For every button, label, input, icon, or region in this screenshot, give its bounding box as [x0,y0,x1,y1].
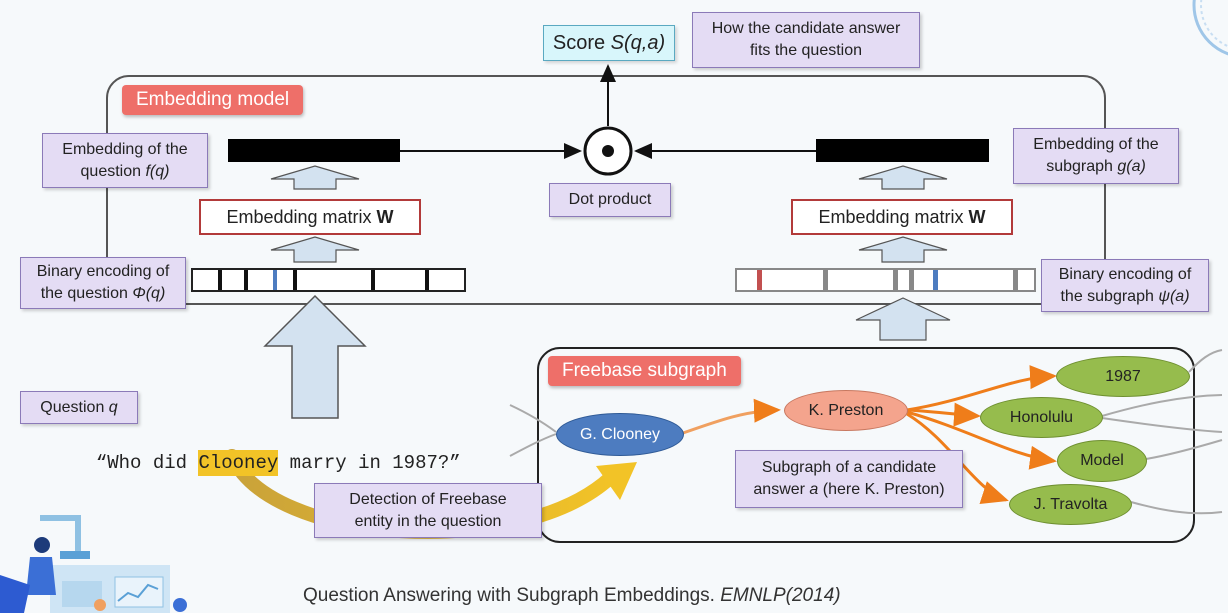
up-arrow-large [263,294,367,419]
subgraph-binary-vector [735,268,1036,292]
embedding-matrix-question-symbol: W [376,207,394,227]
subgraph-embedding-bar [816,139,989,162]
subgraph-candidate-note: Subgraph of a candidate answer a (here K… [735,450,963,508]
freebase-subgraph-frame [537,347,1195,543]
embedding-subgraph-text: subgraph [1046,158,1118,175]
score-formula: S(q,a) [610,32,666,54]
embedding-model-title: Embedding model [122,85,304,115]
node-g-clooney: G. Clooney [556,413,684,456]
question-label: Question q [20,391,138,424]
question-label-var: q [108,398,118,416]
binary-question-line-2: the question Φ(q) [41,283,166,305]
score-note-line-1: How the candidate answer [711,20,901,37]
binary-subgraph-formula: ψ(a) [1158,287,1190,305]
binary-subgraph-line-2: the subgraph ψ(a) [1060,286,1189,308]
binary-question-text: the question [40,285,133,302]
embedding-matrix-subgraph-text: Embedding matrix [818,207,969,227]
subgraph-note-line-2: answer a (here K. Preston) [753,479,944,501]
binary-question-label: Binary encoding of the question Φ(q) [20,257,186,309]
freebase-subgraph-title: Freebase subgraph [548,356,741,386]
dot-product-operator [583,126,633,176]
embedding-matrix-question: Embedding matrix W [199,199,421,235]
question-binary-vector [191,268,466,292]
embedding-subgraph-line-2: subgraph g(a) [1046,156,1146,178]
decorative-illustration [0,515,187,613]
score-label: Score [552,32,611,54]
detection-curve-arrowhead [596,462,637,500]
embedding-question-label: Embedding of the question f(q) [42,133,208,188]
embedding-question-formula: f(q) [145,162,170,180]
citation-text: Question Answering with Subgraph Embeddi… [303,585,721,606]
embedding-subgraph-line-1: Embedding of the [1033,136,1159,153]
question-label-text: Question [40,398,109,416]
embedding-question-line-2: question f(q) [81,161,170,183]
embedding-subgraph-label: Embedding of the subgraph g(a) [1013,128,1179,184]
citation: Question Answering with Subgraph Embeddi… [303,585,841,607]
question-embedding-bar [228,139,400,162]
embedding-subgraph-formula: g(a) [1117,158,1146,175]
decorative-corner-logo [1192,0,1228,56]
graph-stub-edges [509,349,1223,515]
embedding-matrix-question-text: Embedding matrix [226,207,377,227]
question-text-pre: “Who did [95,452,199,474]
question-label-line: Question q [40,397,117,419]
score-note: How the candidate answer fits the questi… [692,12,920,68]
citation-venue: EMNLP(2014) [720,585,841,606]
binary-question-formula: Φ(q) [132,285,166,302]
score-note-line-2: fits the question [749,42,863,59]
score-box: Score S(q,a) [543,25,675,61]
up-arrow-small [270,165,951,341]
node-honolulu: Honolulu [980,397,1103,438]
binary-subgraph-label: Binary encoding of the subgraph ψ(a) [1041,259,1209,312]
binary-question-line-1: Binary encoding of [36,263,170,280]
embedding-question-line-1: Embedding of the [62,140,188,158]
binary-subgraph-line-1: Binary encoding of [1058,265,1192,283]
node-model: Model [1057,440,1147,482]
detection-note-line-2: entity in the question [354,512,502,530]
binary-subgraph-text: the subgraph [1060,287,1159,305]
subgraph-note-pre: answer [753,481,810,498]
question-text: “Who did Clooney marry in 1987?” [73,427,461,476]
node-1987: 1987 [1056,356,1190,397]
question-entity-highlight: Clooney [198,450,279,476]
embedding-matrix-subgraph: Embedding matrix W [791,199,1013,235]
detection-note: Detection of Freebase entity in the ques… [314,483,542,538]
embedding-question-text: question [80,162,146,180]
detection-note-line-1: Detection of Freebase [349,490,507,508]
node-k-preston: K. Preston [784,390,908,431]
subgraph-note-var: a [809,481,819,498]
question-text-post: marry in 1987?” [278,452,461,474]
subgraph-note-post: (here K. Preston) [818,481,945,498]
node-j-travolta: J. Travolta [1009,484,1132,525]
dot-product-label: Dot product [549,183,671,217]
subgraph-note-line-1: Subgraph of a candidate [761,459,937,476]
embedding-matrix-subgraph-symbol: W [968,207,986,227]
